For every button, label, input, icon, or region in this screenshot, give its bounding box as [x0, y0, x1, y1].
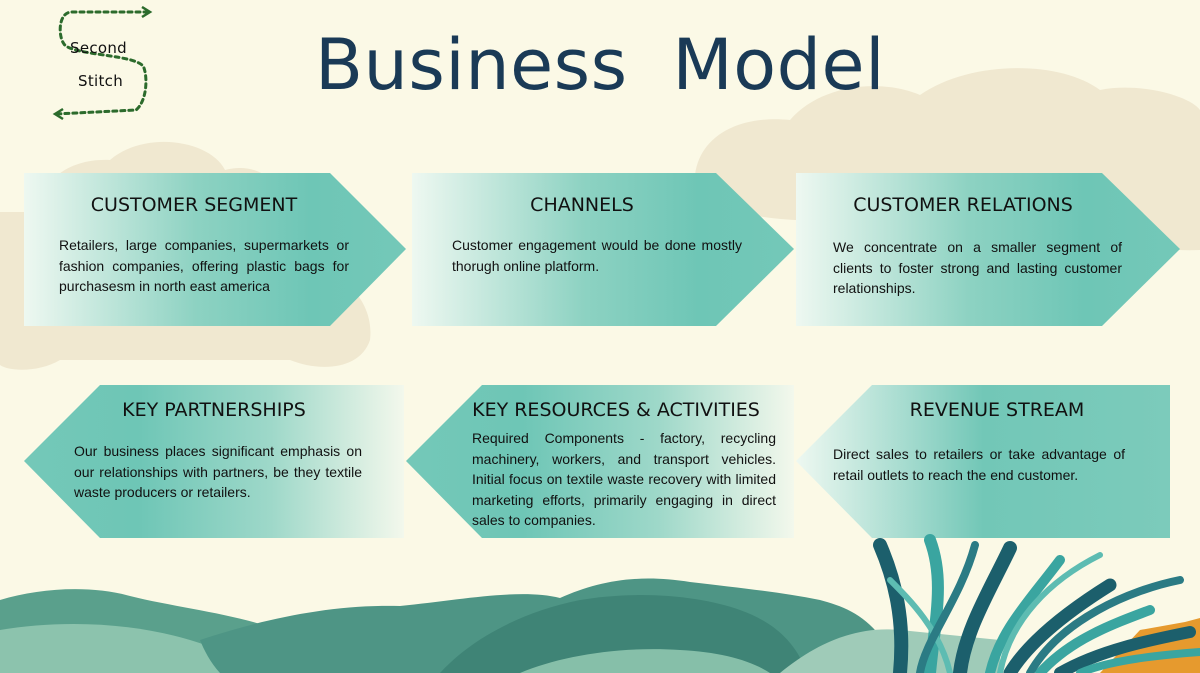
card-text: We concentrate on a smaller segment of c… — [833, 239, 1122, 297]
logo: Second Stitch — [50, 6, 160, 124]
card-arrow-shape — [406, 385, 794, 538]
card-title: KEY RESOURCES & ACTIVITIES — [472, 399, 760, 421]
card-title: CUSTOMER SEGMENT — [90, 194, 298, 216]
card-arrow-shape — [796, 173, 1180, 326]
card-customer-relations: CUSTOMER RELATIONS We concentrate on a s… — [796, 173, 1182, 326]
card-arrow-shape — [24, 385, 404, 538]
logo-word-second: Second — [70, 39, 128, 57]
logo-word-stitch: Stitch — [78, 72, 124, 90]
card-revenue-stream: REVENUE STREAM Direct sales to retailers… — [796, 385, 1170, 538]
card-title: CHANNELS — [530, 194, 634, 216]
page-title: Business Model — [314, 24, 886, 106]
card-key-partnerships: KEY PARTNERSHIPS Our business places sig… — [24, 385, 404, 538]
card-title: REVENUE STREAM — [909, 399, 1085, 421]
card-arrow-shape — [24, 173, 406, 326]
card-title: KEY PARTNERSHIPS — [122, 399, 306, 421]
card-customer-segment: CUSTOMER SEGMENT Retailers, large compan… — [24, 173, 408, 326]
card-key-resources-activities: KEY RESOURCES & ACTIVITIES Required Comp… — [406, 385, 794, 538]
card-arrow-shape — [796, 385, 1170, 538]
stitch-path-icon — [52, 6, 153, 121]
card-arrow-shape — [412, 173, 794, 326]
card-text: Required Components - factory, recycling… — [472, 430, 776, 529]
card-text: Our business places significant emphasis… — [74, 443, 362, 501]
card-channels: CHANNELS Customer engagement would be do… — [412, 173, 796, 326]
card-text: Direct sales to retailers or take advant… — [833, 446, 1125, 483]
card-text: Customer engagement would be done mostly… — [452, 237, 742, 274]
card-title: CUSTOMER RELATIONS — [853, 194, 1073, 216]
card-text: Retailers, large companies, supermarkets… — [59, 237, 349, 295]
